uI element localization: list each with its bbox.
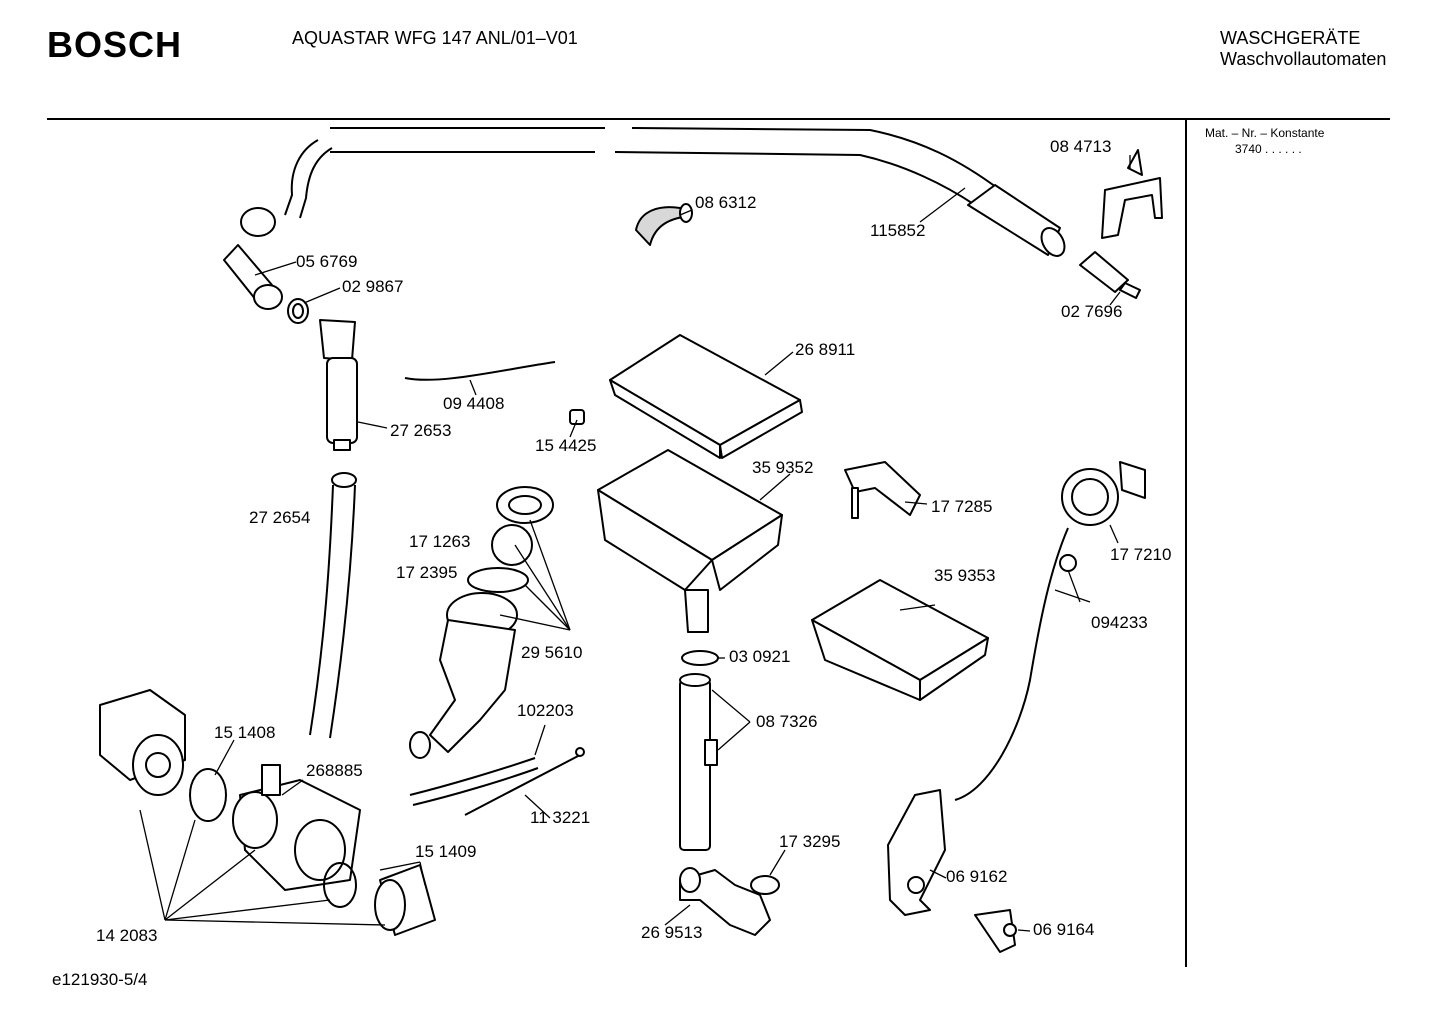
part-label-142083: 14 2083 <box>96 926 157 945</box>
part-label-113221: 11 3221 <box>530 808 590 827</box>
part-label-177210: 17 7210 <box>1110 545 1171 564</box>
part-label-173295: 17 3295 <box>779 832 840 851</box>
part-label-272653: 27 2653 <box>390 421 451 440</box>
part-label-102203: 102203 <box>517 701 574 720</box>
bosch-logo: BOSCH <box>47 24 183 65</box>
part-label-029867: 02 9867 <box>342 277 403 296</box>
seal-ring-pump <box>323 862 357 908</box>
part-label-087326: 08 7326 <box>756 712 817 731</box>
fill-valve-tube <box>319 319 358 451</box>
part-label-269513: 26 9513 <box>641 923 702 942</box>
hose-elbow-small <box>635 203 693 246</box>
part-label-154425: 15 4425 <box>535 436 596 455</box>
sheet-reference: e121930-5/4 <box>52 970 148 989</box>
pressure-switch <box>1061 461 1146 526</box>
part-label-272654: 27 2654 <box>249 508 310 527</box>
lint-filter <box>374 864 436 936</box>
part-label-086312: 08 6312 <box>695 193 756 212</box>
category-title: WASCHGERÄTE <box>1220 28 1361 48</box>
part-label-268911: 26 8911 <box>795 340 855 359</box>
drain-hose-corrugated <box>679 867 780 936</box>
part-label-177285: 17 7285 <box>931 497 992 516</box>
drain-hose-vertical <box>309 472 357 739</box>
hose-elbow-part <box>223 244 283 310</box>
rod-part <box>464 747 585 816</box>
part-label-027696: 02 7696 <box>1061 302 1122 321</box>
part-label-171263: 17 1263 <box>409 532 470 551</box>
part-label-115852: 115852 <box>870 221 925 240</box>
part-label-084713: 08 4713 <box>1050 137 1111 156</box>
header-divider <box>47 118 1390 120</box>
drawer-seal-ring <box>681 650 719 666</box>
drain-hose-long <box>240 127 1066 257</box>
thin-hose-part <box>404 361 556 381</box>
mat-number-value: 3740 . . . . . . <box>1235 142 1302 156</box>
small-grommet <box>569 409 585 425</box>
sump-bellows <box>409 592 518 759</box>
part-label-151409: 15 1409 <box>415 842 476 861</box>
mat-number-label: Mat. – Nr. – Konstante <box>1205 126 1325 140</box>
hose-end-plug <box>1079 251 1141 299</box>
clip-part-small <box>974 909 1017 953</box>
part-labels: 08 4713 08 6312 115852 05 6769 02 9867 0… <box>96 137 1171 945</box>
detergent-drawer <box>811 579 989 701</box>
overflow-tube <box>679 673 718 851</box>
seal-ring-part <box>287 298 309 324</box>
part-label-359352: 35 9352 <box>752 458 813 477</box>
hose-clip-part <box>1101 149 1163 239</box>
dispenser-housing <box>597 449 783 633</box>
pump-housing <box>232 764 361 891</box>
sidebar-divider <box>1185 119 1187 967</box>
part-label-094233: 094233 <box>1091 613 1148 632</box>
part-label-151408: 15 1408 <box>214 723 275 742</box>
lever-part <box>844 461 921 519</box>
part-label-295610: 29 5610 <box>521 643 582 662</box>
part-label-069162: 06 9162 <box>946 867 1007 886</box>
part-label-056769: 05 6769 <box>296 252 357 271</box>
part-label-172395: 17 2395 <box>396 563 457 582</box>
bracket-part <box>887 789 946 916</box>
part-label-069164: 06 9164 <box>1033 920 1094 939</box>
dispenser-cover <box>609 334 803 459</box>
part-label-268885: 268885 <box>306 761 363 780</box>
o-ring-part <box>189 768 227 822</box>
ball-and-seal <box>467 486 554 593</box>
pressure-hose <box>954 527 1069 801</box>
leader-lines <box>139 155 1131 932</box>
part-label-094408: 09 4408 <box>443 394 504 413</box>
small-nut-part <box>1059 554 1077 572</box>
drain-pump <box>99 689 186 796</box>
model-title: AQUASTAR WFG 147 ANL/01–V01 <box>292 28 578 48</box>
part-label-359353: 35 9353 <box>934 566 995 585</box>
part-label-030921: 03 0921 <box>729 647 790 666</box>
category-subtitle: Waschvollautomaten <box>1220 49 1387 69</box>
small-hose-part <box>409 757 539 806</box>
